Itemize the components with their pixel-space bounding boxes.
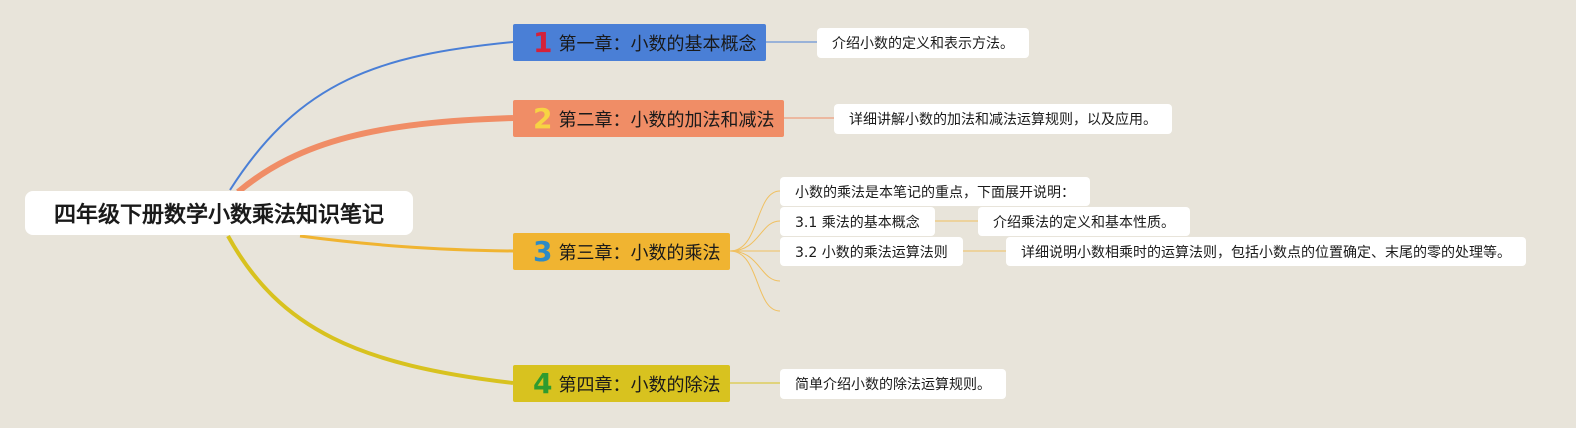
- chapter3-section2-detail[interactable]: 详细说明小数相乘时的运算法则，包括小数点的位置确定、末尾的零的处理等。: [1006, 237, 1526, 266]
- chapter1-title: 第一章：小数的基本概念: [558, 33, 757, 55]
- chapter4-note-text: 简单介绍小数的除法运算规则。: [795, 377, 991, 393]
- chapter1-note[interactable]: 介绍小数的定义和表示方法。: [817, 28, 1029, 58]
- chapter3-section1[interactable]: 3.1 乘法的基本概念: [780, 207, 935, 236]
- chapter1-note-text: 介绍小数的定义和表示方法。: [832, 36, 1014, 52]
- chapter4-title: 第四章：小数的除法: [558, 374, 721, 396]
- root-to-chapter4-connector: [226, 235, 514, 385]
- chapter2-title: 第二章：小数的加法和减法: [558, 109, 775, 131]
- root-to-chapter1-connector: [229, 41, 514, 191]
- chapter3-number: 3: [533, 234, 553, 268]
- chapter4-note[interactable]: 简单介绍小数的除法运算规则。: [780, 369, 1006, 399]
- chapter4-topic[interactable]: 4 第四章：小数的除法: [513, 365, 730, 402]
- chapter1-topic[interactable]: 1 第一章：小数的基本概念: [513, 24, 766, 61]
- root-to-chapter3-connector: [299, 234, 514, 253]
- chapter1-number: 1: [533, 25, 553, 59]
- chapter3-topic[interactable]: 3 第三章：小数的乘法: [513, 233, 730, 270]
- root-topic[interactable]: 四年级下册数学小数乘法知识笔记: [25, 191, 413, 235]
- chapter4-number: 4: [533, 366, 553, 400]
- chapter2-note[interactable]: 详细讲解小数的加法和减法运算规则，以及应用。: [834, 104, 1172, 134]
- chapter2-number: 2: [533, 101, 553, 135]
- chapter3-intro-note[interactable]: 小数的乘法是本笔记的重点，下面展开说明：: [780, 177, 1090, 206]
- root-topic-title: 四年级下册数学小数乘法知识笔记: [53, 203, 384, 228]
- chapter3-subtopic-connectors: [729, 190, 1006, 312]
- chapter3-section2-title: 3.2 小数的乘法运算法则: [795, 244, 948, 261]
- chapter3-title: 第三章：小数的乘法: [558, 242, 721, 264]
- chapter3-section1-detail[interactable]: 介绍乘法的定义和基本性质。: [978, 207, 1190, 236]
- chapter2-note-text: 详细讲解小数的加法和减法运算规则，以及应用。: [849, 112, 1157, 128]
- root-to-chapter2-connector: [236, 115, 514, 195]
- chapter2-topic[interactable]: 2 第二章：小数的加法和减法: [513, 100, 784, 137]
- chapter3-intro-text: 小数的乘法是本笔记的重点，下面展开说明：: [795, 184, 1075, 201]
- chapter3-section2-detail-text: 详细说明小数相乘时的运算法则，包括小数点的位置确定、末尾的零的处理等。: [1021, 244, 1511, 261]
- chapter3-section1-title: 3.1 乘法的基本概念: [795, 214, 920, 231]
- chapter3-section1-detail-text: 介绍乘法的定义和基本性质。: [993, 214, 1175, 231]
- chapter3-section2[interactable]: 3.2 小数的乘法运算法则: [780, 237, 963, 266]
